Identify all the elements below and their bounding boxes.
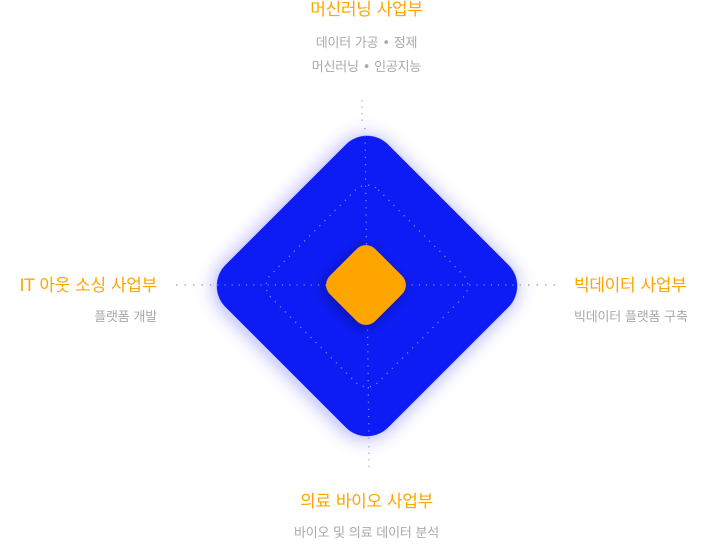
section-right-line-1: 빅데이터 플랫폼 구축 bbox=[574, 310, 688, 325]
core-diamond bbox=[326, 245, 406, 325]
section-top-title: 머신러닝 사업부 bbox=[310, 0, 423, 20]
section-right: 빅데이터 사업부 빅데이터 플랫폼 구축 bbox=[574, 276, 688, 330]
section-bottom-line-1: 바이오 및 의료 데이터 분석 bbox=[293, 526, 440, 541]
section-top-line-2: 머신러닝 • 인공지능 bbox=[311, 60, 422, 75]
section-left-line-1: 플랫폼 개발 bbox=[94, 310, 157, 325]
section-bottom-title: 의료 바이오 사업부 bbox=[300, 492, 433, 512]
section-right-title: 빅데이터 사업부 bbox=[574, 276, 687, 296]
section-bottom: 의료 바이오 사업부 바이오 및 의료 데이터 분석 bbox=[0, 492, 713, 546]
section-left: IT 아웃 소싱 사업부 플랫폼 개발 bbox=[20, 276, 158, 330]
section-top-line-1: 데이터 가공 • 정제 bbox=[315, 36, 418, 51]
section-top: 머신러닝 사업부 데이터 가공 • 정제 머신러닝 • 인공지능 bbox=[0, 0, 713, 80]
section-left-title: IT 아웃 소싱 사업부 bbox=[19, 276, 158, 296]
